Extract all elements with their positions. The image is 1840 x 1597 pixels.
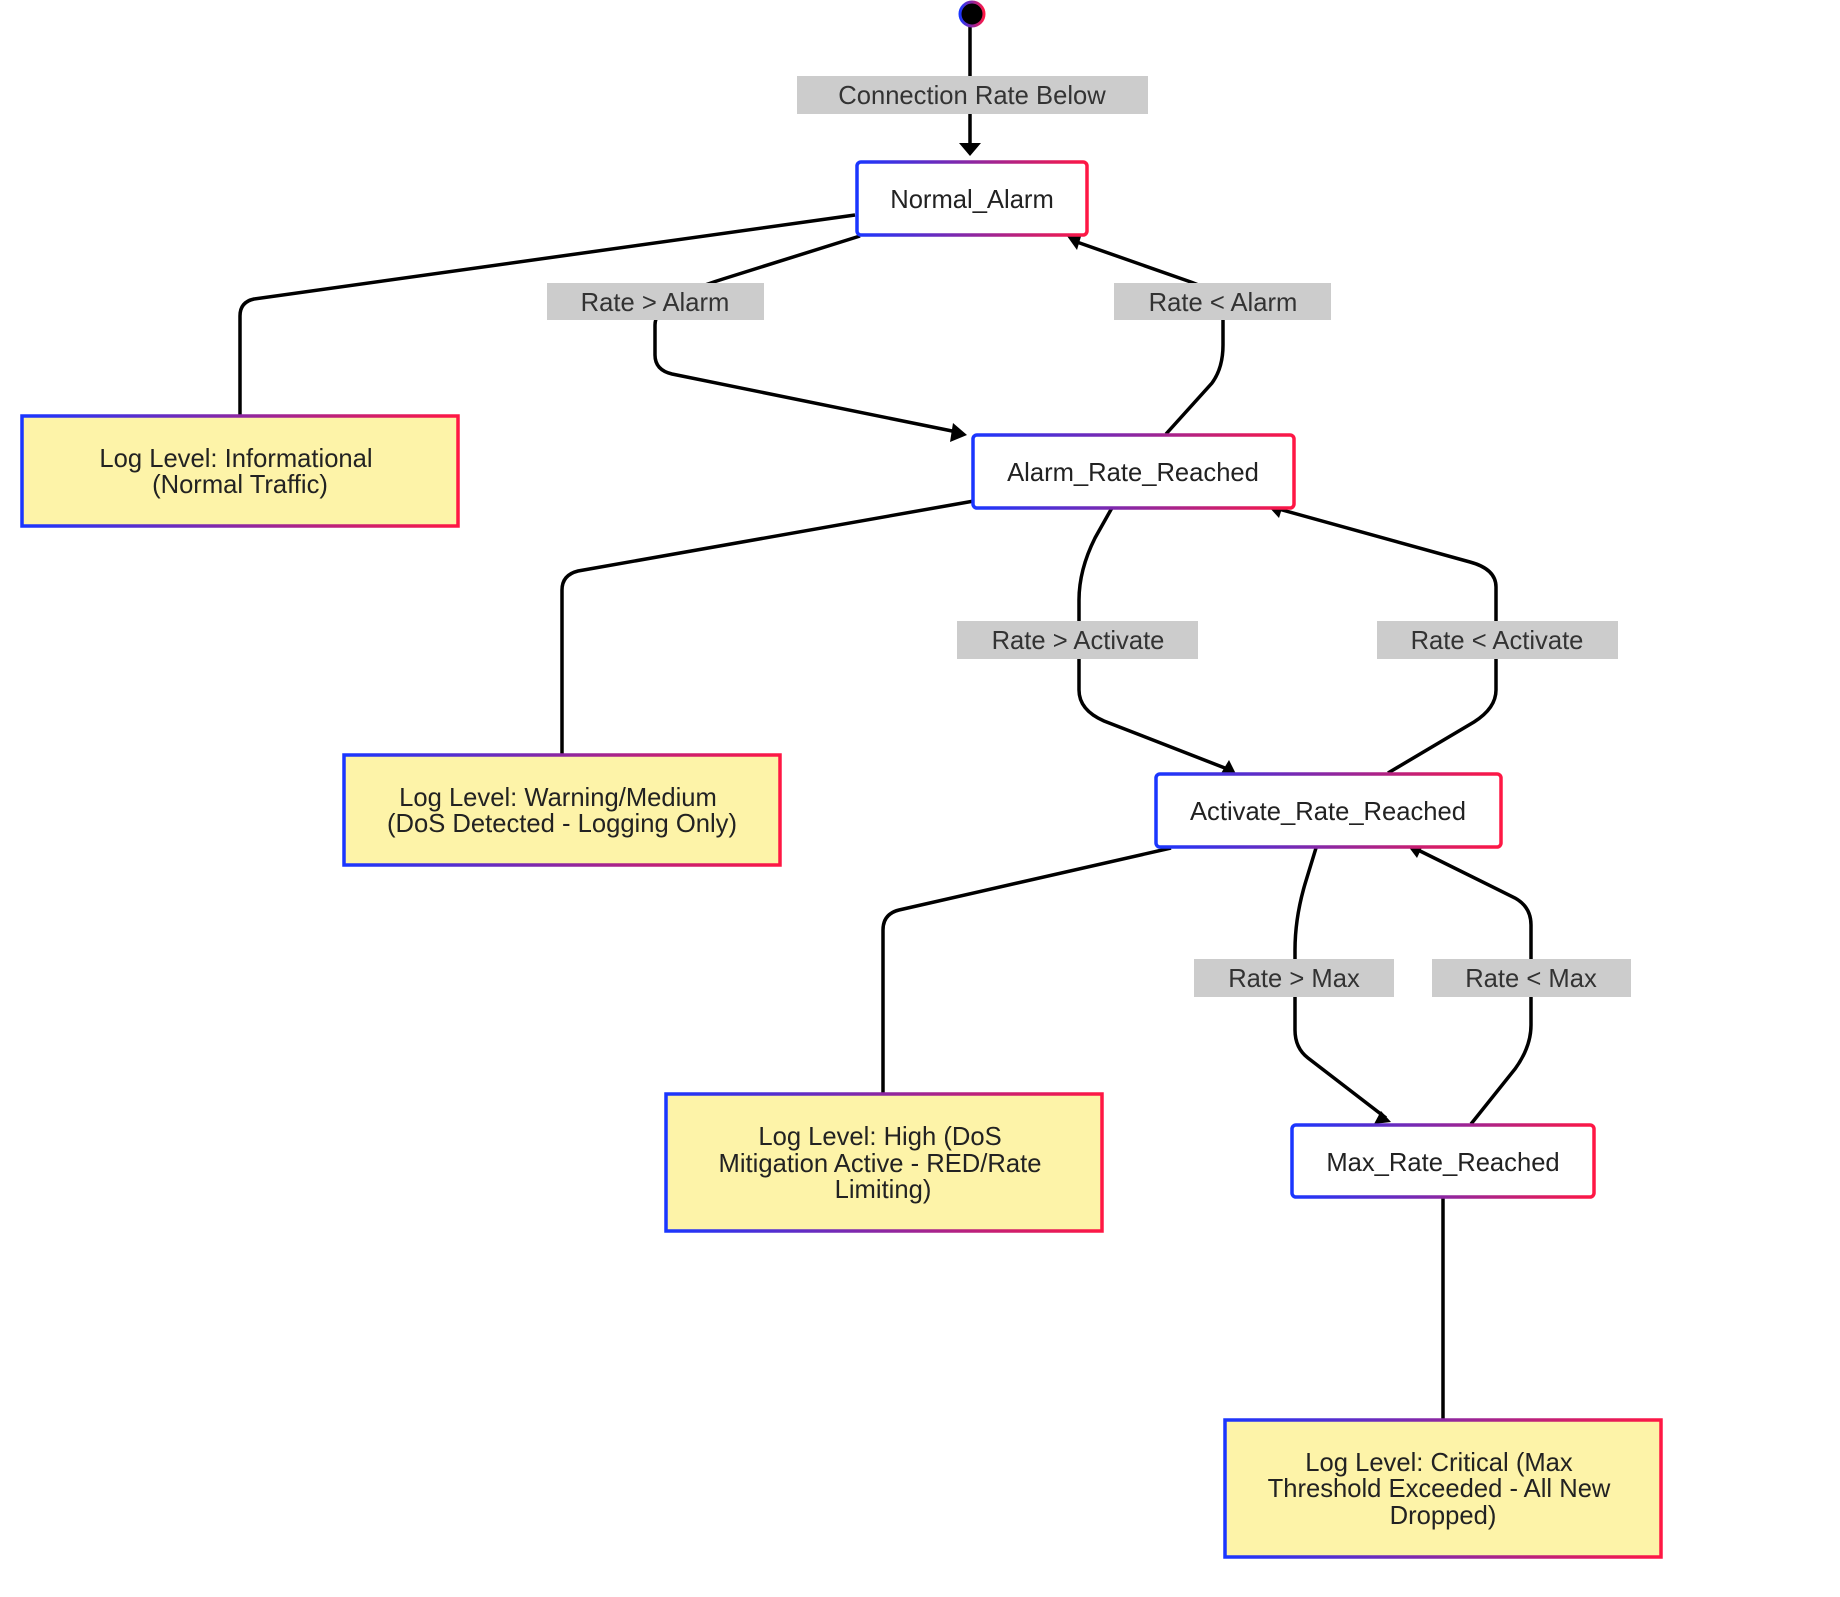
edge-normal-to-alarm-rate (653, 234, 958, 434)
note-informational: Log Level: Informational (Normal Traffic… (20, 414, 460, 528)
state-max-rate-reached-box (1290, 1123, 1596, 1199)
note-warning: Log Level: Warning/Medium (DoS Detected … (342, 753, 782, 867)
state-normal-alarm-label: Normal_Alarm (890, 186, 1054, 214)
state-activate-rate-reached-box (1154, 772, 1503, 849)
edge-label-activate-down-bg (1377, 621, 1618, 659)
state-normal-alarm: Normal_Alarm (855, 160, 1089, 237)
state-alarm-rate-reached-label: Alarm_Rate_Reached (1007, 459, 1259, 487)
state-activate-rate-reached: Activate_Rate_Reached (1154, 772, 1503, 849)
state-activate-rate-reached-label: Activate_Rate_Reached (1190, 798, 1466, 826)
edge-activate-to-high-note (881, 846, 1172, 1093)
note-warning-line-2: (DoS Detected - Logging Only) (387, 810, 737, 838)
edge-alarm-to-activate-rate (1077, 505, 1231, 772)
edge-label-start-bg (797, 76, 1148, 114)
arrowhead-max-up (1374, 1111, 1391, 1124)
state-normal-alarm-box (855, 160, 1089, 237)
start-node (958, 0, 986, 28)
note-critical-line-2: Threshold Exceeded - All New (1268, 1475, 1611, 1503)
edge-label-max-up: Rate > Max (1194, 959, 1394, 997)
edge-label-activate-up-text: Rate > Activate (992, 627, 1165, 655)
edge-label-max-up-bg (1194, 959, 1394, 997)
note-informational-box (20, 414, 460, 528)
note-critical-box (1223, 1418, 1663, 1559)
note-high-box (664, 1092, 1104, 1233)
edge-label-max-down: Rate < Max (1432, 959, 1631, 997)
edge-label-activate-up-bg (957, 621, 1198, 659)
state-alarm-rate-reached: Alarm_Rate_Reached (971, 433, 1296, 510)
note-critical-line-3: Dropped) (1390, 1502, 1497, 1530)
edge-label-alarm-down: Rate < Alarm (1114, 283, 1331, 320)
edge-label-activate-down: Rate < Activate (1377, 621, 1618, 659)
arrowhead-alarm-down (1067, 233, 1082, 250)
arrowhead-activate-up (1220, 760, 1237, 776)
edge-label-activate-up: Rate > Activate (957, 621, 1198, 659)
note-high-line-2: Mitigation Active - RED/Rate (719, 1150, 1042, 1178)
state-max-rate-reached: Max_Rate_Reached (1290, 1123, 1596, 1199)
edge-label-activate-down-text: Rate < Activate (1411, 627, 1584, 655)
note-warning-line-1: Log Level: Warning/Medium (399, 784, 717, 812)
edge-label-max-up-text: Rate > Max (1228, 965, 1360, 993)
edge-alarm-to-warning-note (560, 499, 975, 754)
note-critical: Log Level: Critical (Max Threshold Excee… (1223, 1418, 1663, 1559)
note-critical-line-1: Log Level: Critical (Max (1305, 1449, 1573, 1477)
edge-label-max-down-text: Rate < Max (1465, 965, 1597, 993)
state-max-rate-reached-label: Max_Rate_Reached (1326, 1149, 1559, 1177)
note-high-line-1: Log Level: High (DoS (758, 1123, 1001, 1151)
edge-label-max-down-bg (1432, 959, 1631, 997)
edge-normal-to-informational-note (238, 213, 856, 416)
edge-label-alarm-up-text: Rate > Alarm (581, 289, 730, 317)
edge-activate-to-max-rate (1293, 847, 1388, 1120)
note-high-line-3: Limiting) (835, 1176, 932, 1204)
edge-label-start-text: Connection Rate Below (838, 82, 1106, 110)
edge-label-alarm-down-bg (1114, 283, 1331, 320)
arrowhead-alarm-up (950, 423, 967, 442)
note-informational-line-1: Log Level: Informational (99, 445, 372, 473)
note-high: Log Level: High (DoS Mitigation Active -… (664, 1092, 1104, 1233)
note-warning-box (342, 753, 782, 867)
edge-label-alarm-down-text: Rate < Alarm (1149, 289, 1298, 317)
edge-label-start: Connection Rate Below (797, 76, 1148, 114)
state-alarm-rate-reached-box (971, 433, 1296, 510)
edge-label-alarm-up-bg (547, 283, 764, 320)
note-informational-line-2: (Normal Traffic) (152, 471, 328, 499)
edge-alarm-rate-to-normal (1073, 239, 1225, 436)
arrowhead-start (959, 143, 981, 156)
edge-label-alarm-up: Rate > Alarm (547, 283, 764, 320)
